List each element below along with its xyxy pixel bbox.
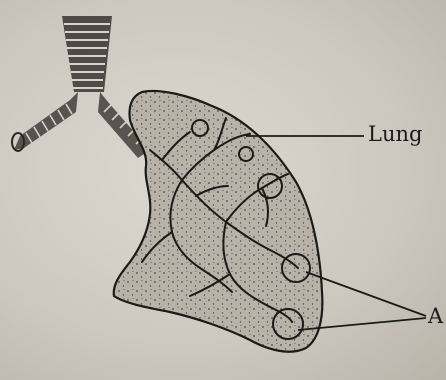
lung-label: Lung xyxy=(368,124,422,145)
alveoli-label: A xyxy=(428,306,443,327)
lung xyxy=(114,91,323,352)
alveoli-leader-line-top xyxy=(306,272,426,316)
trachea xyxy=(62,16,112,92)
left-bronchus xyxy=(12,92,78,151)
